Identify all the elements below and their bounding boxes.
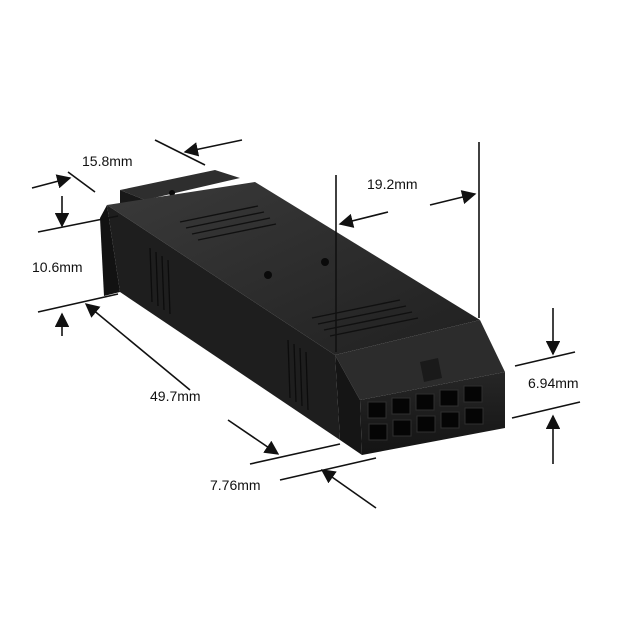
top-hole-1 [264,271,272,279]
top-ribs-front [311,299,419,337]
top-hole-2 [321,258,329,266]
label-width-top: 15.8mm [82,153,133,169]
top-ribs-rear [179,205,277,241]
dimension-lines [31,139,581,509]
housing-rear-face [100,205,120,296]
side-ribs-rear [149,247,171,315]
connector-body [100,170,505,455]
label-length: 49.7mm [150,388,201,404]
label-height-rear: 10.6mm [32,259,83,275]
front-side-face [335,355,362,455]
rear-tab-top [120,170,240,200]
label-front-width: 7.76mm [210,477,261,493]
pin-cavities [367,385,484,441]
rear-tab-hole [169,190,175,196]
latch [420,358,442,382]
label-body-width: 19.2mm [367,176,418,192]
label-front-height: 6.94mm [528,375,579,391]
side-ribs-front [287,339,309,411]
housing-left-face [107,205,340,440]
front-block-top [335,320,505,400]
